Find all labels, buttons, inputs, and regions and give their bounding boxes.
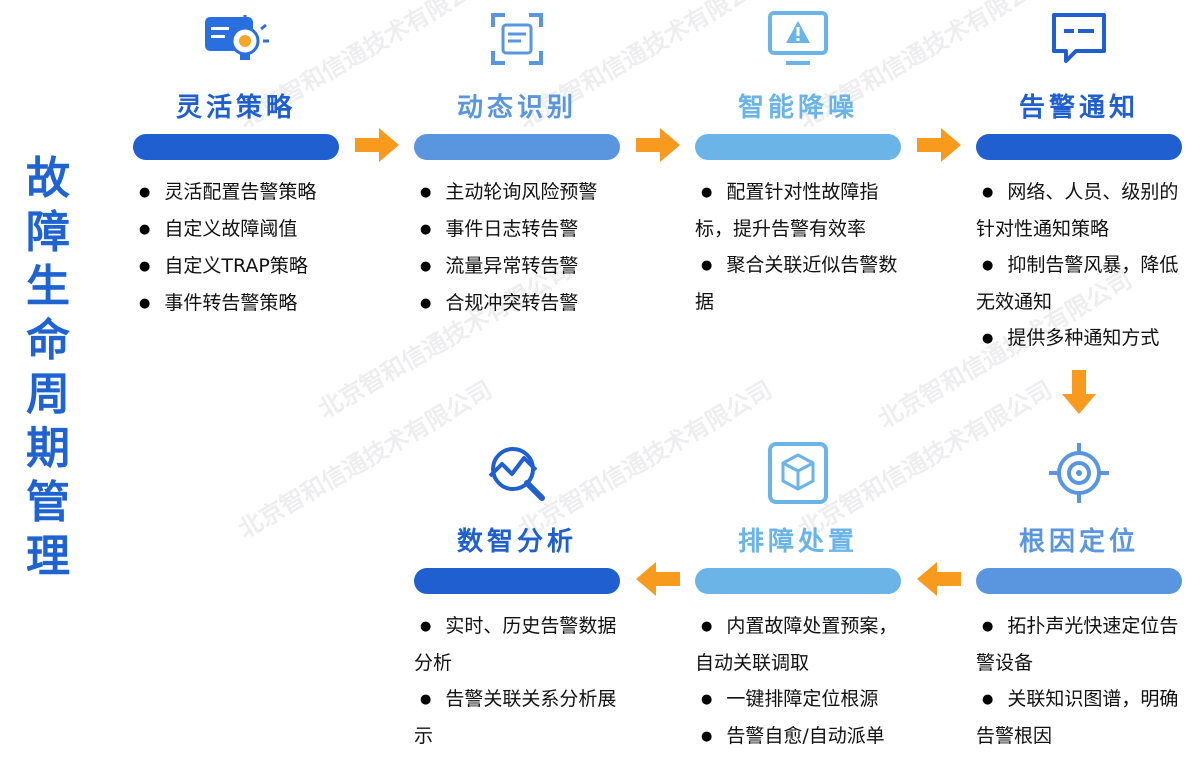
arrow-right-icon <box>917 128 961 162</box>
stage-item-list: 内置故障处置预案，自动关联调取 一键排障定位根源 告警自愈/自动派单 <box>695 608 901 755</box>
target-crosshair-icon <box>976 440 1182 506</box>
main-title-char: 期 <box>26 423 70 474</box>
list-item: 自定义TRAP策略 <box>133 248 339 285</box>
trend-magnifier-icon <box>414 440 620 506</box>
stage-bar <box>414 568 620 594</box>
cube-box-icon <box>695 440 901 506</box>
main-title-char: 故 <box>26 153 70 204</box>
stage-bar <box>976 568 1182 594</box>
stage-bar <box>133 134 339 160</box>
main-title: 故 障 生 命 周 期 管 理 <box>20 152 76 584</box>
stage-title: 告警通知 <box>1018 93 1139 123</box>
list-item: 告警关联关系分析展示 <box>414 681 620 754</box>
stage-title: 根因定位 <box>1018 527 1139 557</box>
arrow-down-icon <box>1062 370 1096 414</box>
stage-item-list: 配置针对性故障指标，提升告警有效率 聚合关联近似告警数据 <box>695 174 901 320</box>
stage-bar <box>976 134 1182 160</box>
stage-bar <box>695 134 901 160</box>
config-bulb-icon <box>133 6 339 72</box>
monitor-warning-icon <box>695 6 901 72</box>
stage-item-list: 实时、历史告警数据分析 告警关联关系分析展示 <box>414 608 620 754</box>
arrow-right-icon <box>355 128 399 162</box>
list-item: 流量异常转告警 <box>414 248 620 285</box>
list-item: 自定义故障阈值 <box>133 211 339 248</box>
list-item: 告警自愈/自动派单 <box>695 718 901 755</box>
list-item: 事件转告警策略 <box>133 285 339 322</box>
arrow-left-icon <box>917 562 961 596</box>
main-title-char: 周 <box>26 369 70 420</box>
main-title-char: 管 <box>26 477 70 528</box>
stage-title: 数智分析 <box>456 527 577 557</box>
stage-item-list: 拓扑声光快速定位告警设备 关联知识图谱，明确告警根因 <box>976 608 1182 754</box>
main-title-char: 理 <box>26 531 70 582</box>
list-item: 拓扑声光快速定位告警设备 <box>976 608 1182 681</box>
main-title-char: 命 <box>26 315 70 366</box>
stage-bar <box>695 568 901 594</box>
stage-title: 排障处置 <box>737 527 858 557</box>
list-item: 聚合关联近似告警数据 <box>695 247 901 320</box>
stage-title: 智能降噪 <box>737 93 858 123</box>
arrow-left-icon <box>636 562 680 596</box>
list-item: 配置针对性故障指标，提升告警有效率 <box>695 174 901 247</box>
list-item: 一键排障定位根源 <box>695 681 901 718</box>
main-title-char: 障 <box>26 207 70 258</box>
stage-title: 动态识别 <box>456 93 577 123</box>
stage-item-list: 灵活配置告警策略 自定义故障阈值 自定义TRAP策略 事件转告警策略 <box>133 174 339 322</box>
list-item: 合规冲突转告警 <box>414 285 620 322</box>
stage-item-list: 主动轮询风险预警 事件日志转告警 流量异常转告警 合规冲突转告警 <box>414 174 620 322</box>
list-item: 内置故障处置预案，自动关联调取 <box>695 608 901 681</box>
stage-item-list: 网络、人员、级别的针对性通知策略 抑制告警风暴，降低无效通知 提供多种通知方式 <box>976 174 1182 357</box>
list-item: 网络、人员、级别的针对性通知策略 <box>976 174 1182 247</box>
main-title-char: 生 <box>26 261 70 312</box>
list-item: 灵活配置告警策略 <box>133 174 339 211</box>
message-bubble-icon <box>976 6 1182 72</box>
list-item: 主动轮询风险预警 <box>414 174 620 211</box>
list-item: 实时、历史告警数据分析 <box>414 608 620 681</box>
stage-title: 灵活策略 <box>175 93 296 123</box>
list-item: 关联知识图谱，明确告警根因 <box>976 681 1182 754</box>
arrow-right-icon <box>636 128 680 162</box>
list-item: 抑制告警风暴，降低无效通知 <box>976 247 1182 320</box>
list-item: 提供多种通知方式 <box>976 320 1182 357</box>
list-item: 事件日志转告警 <box>414 211 620 248</box>
stage-bar <box>414 134 620 160</box>
scan-frame-icon <box>414 6 620 72</box>
